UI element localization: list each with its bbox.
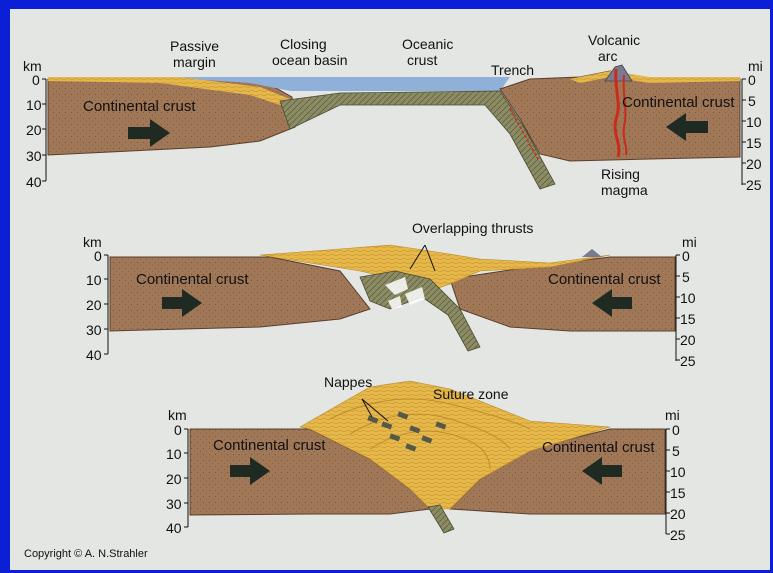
label-continental-left-1: Continental crust: [83, 98, 196, 115]
label-overlapping-thrusts: Overlapping thrusts: [412, 220, 533, 236]
mi-tick-1-15: 15: [746, 135, 762, 151]
km-tick-1-10: 10: [26, 97, 42, 113]
mi-tick-3-0: 0: [672, 422, 680, 438]
mi-tick-2-10: 10: [680, 290, 696, 306]
mi-tick-2-5: 5: [682, 269, 690, 285]
km-tick-1-40: 40: [26, 174, 42, 190]
label-continental-right-3: Continental crust: [542, 439, 655, 456]
label-trench: Trench: [491, 62, 534, 78]
km-tick-2-0: 0: [94, 248, 102, 264]
mi-tick-2-15: 15: [680, 311, 696, 327]
km-tick-2-40: 40: [86, 347, 102, 363]
km-tick-3-20: 20: [166, 471, 182, 487]
mi-tick-3-25: 25: [670, 527, 686, 543]
mi-tick-2-0: 0: [682, 248, 690, 264]
panel2-km-axis: km 0 10 20 30 40: [83, 234, 108, 363]
label-passive-margin-1: Passive: [170, 38, 219, 54]
panel1-km-axis: km 0 10 20 30 40: [23, 58, 46, 190]
label-suture-zone: Suture zone: [433, 386, 509, 402]
panel-3-suture: Nappes Suture zone Continental crust Con…: [166, 374, 686, 543]
label-rising-magma-1: Rising: [601, 166, 640, 182]
label-continental-left-2: Continental crust: [136, 271, 249, 288]
copyright-notice: Copyright © A. N.Strahler: [24, 548, 148, 560]
label-continental-left-3: Continental crust: [213, 437, 326, 454]
mi-tick-2-25: 25: [680, 353, 696, 369]
km-tick-3-30: 30: [166, 496, 182, 512]
label-volcanic-arc-2: arc: [598, 48, 617, 64]
label-continental-right-2: Continental crust: [548, 271, 661, 288]
panel1-mi-axis: mi 0 5 10 15 20 25: [742, 58, 763, 193]
panel3-km-axis: km 0 10 20 30 40: [166, 407, 188, 536]
panel-1-subduction: Passive margin Closing ocean basin Ocean…: [23, 32, 763, 198]
km-tick-1-30: 30: [26, 148, 42, 164]
mi-tick-1-0: 0: [748, 72, 756, 88]
km-tick-2-10: 10: [86, 272, 102, 288]
label-oceanic-crust-1: Oceanic: [402, 36, 453, 52]
label-rising-magma-2: magma: [601, 182, 648, 198]
mi-tick-3-5: 5: [672, 443, 680, 459]
label-continental-right-1: Continental crust: [622, 94, 735, 111]
label-oceanic-crust-2: crust: [407, 52, 437, 68]
panel3-mi-axis: mi 0 5 10 15 20 25: [665, 407, 686, 543]
km-tick-1-20: 20: [26, 122, 42, 138]
km-unit-3: km: [168, 407, 187, 423]
km-tick-3-0: 0: [174, 422, 182, 438]
label-closing-basin-1: Closing: [280, 36, 327, 52]
mi-tick-2-20: 20: [680, 332, 696, 348]
km-tick-1-0: 0: [32, 72, 40, 88]
panel-2-collision: Overlapping thrusts Continental crust Co…: [83, 220, 697, 369]
km-tick-2-30: 30: [86, 322, 102, 338]
panel2-volcanic-remnant: [582, 249, 602, 257]
label-volcanic-arc-1: Volcanic: [588, 32, 640, 48]
diagram-frame: Passive margin Closing ocean basin Ocean…: [10, 9, 770, 570]
mi-tick-1-5: 5: [748, 93, 756, 109]
mi-tick-3-20: 20: [670, 506, 686, 522]
mi-tick-1-20: 20: [746, 156, 762, 172]
label-closing-basin-2: ocean basin: [272, 52, 348, 68]
mi-tick-1-10: 10: [746, 114, 762, 130]
label-nappes: Nappes: [324, 374, 372, 390]
mountain-building-diagram: Passive margin Closing ocean basin Ocean…: [10, 9, 770, 570]
panel2-left-continent: [110, 257, 370, 331]
km-tick-2-20: 20: [86, 297, 102, 313]
mi-tick-1-25: 25: [746, 177, 762, 193]
label-passive-margin-2: margin: [173, 54, 216, 70]
km-tick-3-40: 40: [166, 520, 182, 536]
mi-unit-3: mi: [665, 407, 680, 423]
mi-tick-3-10: 10: [670, 464, 686, 480]
panel2-mi-axis: mi 0 5 10 15 20 25: [676, 234, 697, 369]
mi-tick-3-15: 15: [670, 485, 686, 501]
km-tick-3-10: 10: [166, 446, 182, 462]
